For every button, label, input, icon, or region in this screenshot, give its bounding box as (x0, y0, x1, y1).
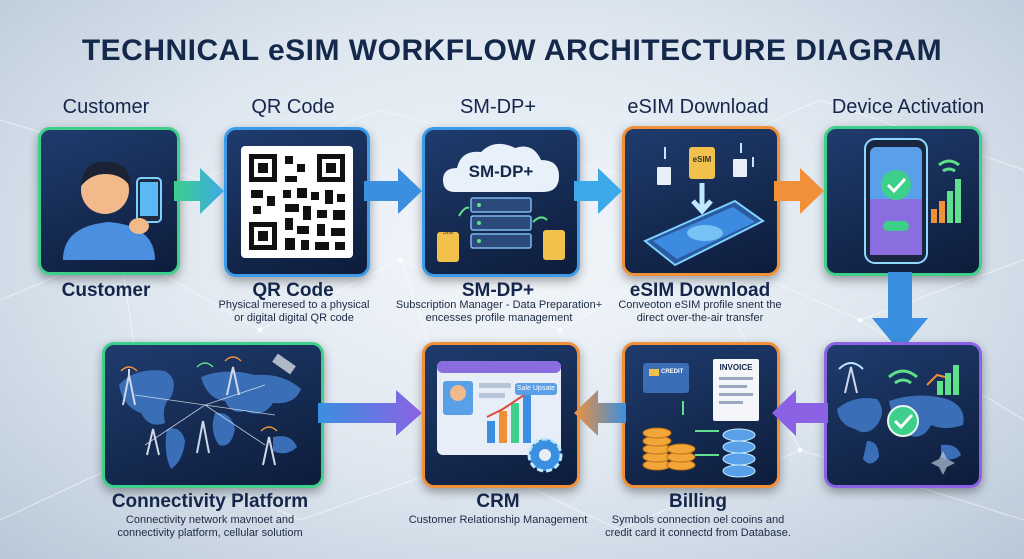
connectivity-description: Connectivity network mavnoet and connect… (100, 514, 320, 540)
activation-top-label: Device Activation (831, 96, 985, 118)
billing-node[interactable]: CREDIT INVOICE (622, 342, 780, 488)
billing-bottom-label: Billing (668, 491, 728, 512)
esim-chip-label: eSIM (692, 155, 712, 164)
smdp-top-label: SM-DP+ (459, 96, 537, 118)
invoice-label: INVOICE (719, 363, 753, 372)
customer-icon (63, 161, 162, 260)
download-description: Conveoton eSIM profile snent the direct … (600, 299, 800, 325)
sm-dp-cloud-label: SM-DP+ (468, 162, 534, 181)
arrow-billing-to-crm (574, 390, 626, 436)
smdp-bottom-label: SM-DP+ (461, 280, 535, 301)
diagram-title: TECHNICAL eSIM WORKFLOW ARCHITECTURE DIA… (81, 34, 943, 67)
arrow-customer-to-qr (174, 168, 224, 214)
connectivity-bottom-label: Connectivity Platform (111, 491, 309, 512)
arrow-qr-to-smdp (364, 168, 422, 214)
billing-desc-line2: credit card it connectd from Database. (605, 527, 791, 539)
connectivity-desc-line2: connectivity platform, cellular solutiom (117, 527, 303, 539)
qr-code-node[interactable] (224, 127, 370, 277)
sm-dp-plus-node[interactable]: SM-DP+ SIM (422, 127, 580, 277)
device-activation-node[interactable] (824, 126, 982, 276)
qr-desc-line1: Physical meresed to a physical (218, 299, 370, 311)
qr-code-icon (241, 146, 353, 258)
connectivity-platform-node[interactable] (102, 342, 324, 488)
phone-download-icon (643, 143, 765, 267)
qr-desc-line2: or digital digital QR code (234, 312, 354, 324)
download-desc-line2: direct over-the-air transfer (636, 312, 764, 324)
download-top-label: eSIM Download (627, 96, 769, 118)
arrow-download-to-activation (774, 168, 824, 214)
smdp-desc-line1: Subscription Manager - Data Preparation+ (395, 299, 603, 311)
arrow-connectivity-to-crm (318, 390, 422, 436)
arrow-network-to-billing (772, 390, 828, 436)
customer-top-label: Customer (62, 96, 150, 118)
customer-node[interactable] (38, 127, 180, 275)
crm-node[interactable]: Sale Upsate (422, 342, 580, 488)
qr-bottom-label: QR Code (252, 280, 334, 301)
phone-activation-icon (864, 138, 961, 264)
esim-download-node[interactable]: eSIM (622, 126, 780, 276)
customer-bottom-label: Customer (61, 280, 151, 301)
arrow-smdp-to-download (574, 168, 622, 214)
billing-icon (642, 359, 759, 478)
billing-description: Symbols connection oel cooins and credit… (598, 514, 798, 540)
crm-dashboard-icon (437, 361, 563, 473)
connectivity-desc-line1: Connectivity network mavnoet and (125, 514, 295, 526)
network-status-node[interactable] (824, 342, 982, 488)
qr-top-label: QR Code (251, 96, 335, 118)
smdp-description: Subscription Manager - Data Preparation+… (390, 299, 608, 325)
credit-label: CREDIT (661, 369, 684, 375)
server-cloud-icon (437, 143, 565, 262)
world-signal-icon (837, 362, 964, 475)
crm-bottom-label: CRM (476, 491, 520, 512)
billing-desc-line1: Symbols connection oel cooins and (611, 514, 785, 526)
sim-card-label: SIM (442, 230, 454, 236)
download-desc-line1: Conveoton eSIM profile snent the (618, 299, 782, 311)
download-bottom-label: eSIM Download (629, 280, 771, 301)
qr-description: Physical meresed to a physical or digita… (194, 299, 394, 325)
crm-description: Customer Relationship Management (408, 514, 588, 526)
arrow-activation-down (872, 272, 928, 352)
smdp-desc-line2: encesses profile management (425, 312, 573, 324)
world-network-icon (119, 353, 301, 469)
crm-badge: Sale Upsate (515, 383, 557, 395)
